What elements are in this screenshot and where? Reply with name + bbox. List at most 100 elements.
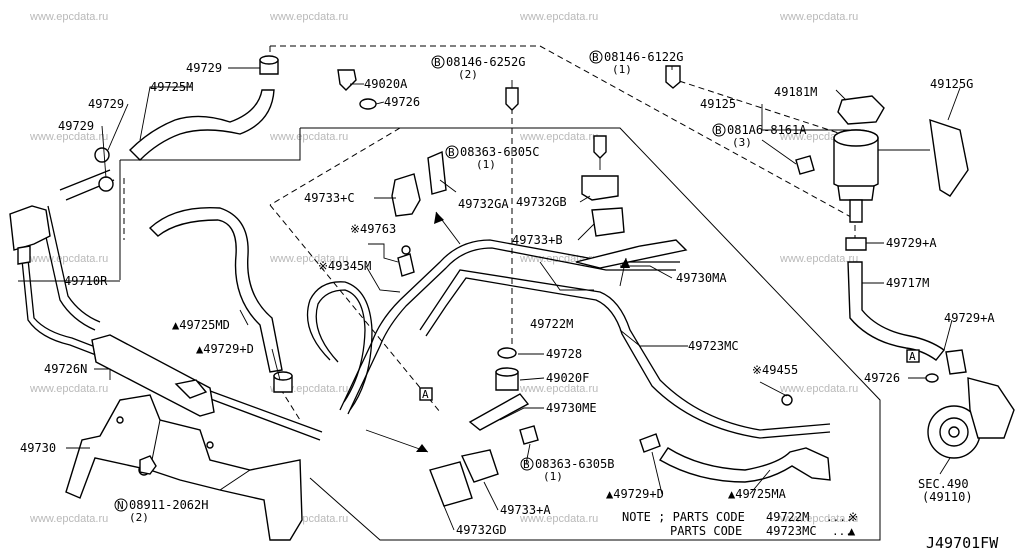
watermark: www.epcdata.ru <box>29 253 108 265</box>
label-49733C: 49733+C <box>304 191 355 205</box>
label-49722M: 49722M <box>530 317 573 331</box>
watermark: www.epcdata.ru <box>269 131 348 143</box>
watermark: www.epcdata.ru <box>519 11 598 23</box>
note-line2-mark: ▲ <box>848 524 856 538</box>
parts-code-note: NOTE ; PARTS CODE 49722M .... ※ PARTS CO… <box>622 510 858 538</box>
watermark: www.epcdata.ru <box>519 383 598 395</box>
label-bolt-qty: (3) <box>732 136 752 149</box>
view-a-label: A <box>909 350 916 363</box>
label-bolt-08363-6305C: 08363-6305C <box>460 145 539 159</box>
view-a-label: A <box>422 388 429 401</box>
watermark: www.epcdata.ru <box>29 131 108 143</box>
nut-08911-2062H <box>139 455 157 475</box>
label-49725MA: ▲49725MA <box>728 487 787 501</box>
label-49728: 49728 <box>546 347 582 361</box>
bolt-marker-icon <box>445 145 459 159</box>
clip-49733C <box>391 173 421 217</box>
pump-sec490 <box>927 349 1015 459</box>
marker-b: B <box>434 56 441 69</box>
watermark: www.epcdata.ru <box>519 131 598 143</box>
label-49729A-2: 49729+A <box>944 311 995 325</box>
bracket-49125G <box>878 118 969 197</box>
label-49726-top: 49726 <box>384 95 420 109</box>
label-49732GA: 49732GA <box>458 197 509 211</box>
washer-49726-right <box>925 373 939 383</box>
watermark: www.epcdata.ru <box>779 513 858 525</box>
label-49723MC: 49723MC <box>688 339 739 353</box>
reservoir-cap <box>837 95 885 125</box>
clamps <box>259 55 939 453</box>
label-49717M: 49717M <box>886 276 929 290</box>
fastener-labels: 08146-6252G (2) 08146-6122G (1) 08363-63… <box>129 50 807 524</box>
figure-id: J49701FW <box>926 534 999 552</box>
pipe-49710R <box>17 219 321 441</box>
label-bolt-qty: (1) <box>476 158 496 171</box>
label-49730ME: 49730ME <box>546 401 597 415</box>
label-49345M: ※49345M <box>318 259 371 273</box>
view-a-marker <box>906 349 920 363</box>
label-49125: 49125 <box>700 97 736 111</box>
watermark: www.epcdata.ru <box>29 383 108 395</box>
label-49125G: 49125G <box>930 77 973 91</box>
clip-49732GD <box>429 461 473 507</box>
marker-b: B <box>592 51 599 64</box>
label-49730MA: 49730MA <box>676 271 727 285</box>
washer-49726 <box>359 98 377 110</box>
pipes <box>17 169 831 441</box>
label-49020F: 49020F <box>546 371 589 385</box>
bolt-08363-6305B <box>519 425 539 445</box>
bolt-marker-icon <box>589 50 603 64</box>
circled-markers: B B B B B N <box>114 50 726 512</box>
label-49733A: 49733+A <box>500 503 551 517</box>
bracket-49730MA <box>575 239 688 269</box>
bolt-marker-icon <box>520 457 534 471</box>
label-sec490: SEC.490 <box>918 477 969 491</box>
label-49729D-left: ▲49729+D <box>196 342 254 356</box>
label-49729-a: 49729 <box>88 97 124 111</box>
clip-49732GB <box>581 175 619 201</box>
bracket-49730ME <box>468 393 530 431</box>
note-line1-mark: ※ <box>848 510 858 524</box>
hose-49717M <box>847 261 946 361</box>
nut-marker-icon <box>114 498 128 512</box>
hose-49725M <box>129 89 275 161</box>
label-49732GD: 49732GD <box>456 523 507 537</box>
watermark: www.epcdata.ru <box>779 253 858 265</box>
hoses <box>129 89 946 483</box>
bolt-08146-6252G <box>505 87 519 111</box>
label-49726N: 49726N <box>44 362 87 376</box>
clip-49733A <box>460 449 499 483</box>
bolt-marker-icon <box>712 123 726 137</box>
label-49181M: 49181M <box>774 85 817 99</box>
connector-block-left <box>9 147 114 265</box>
washer-49728 <box>497 347 517 359</box>
label-49729-b: 49729 <box>58 119 94 133</box>
marker-n: N <box>117 499 124 512</box>
label-49733B: 49733+B <box>512 233 563 247</box>
label-bolt-qty: (2) <box>458 68 478 81</box>
sensor-49763 <box>397 253 415 277</box>
watermark: www.epcdata.ru <box>779 383 858 395</box>
clip-49733B <box>591 207 625 237</box>
clamp-49729A <box>845 237 867 251</box>
label-49729A-1: 49729+A <box>886 236 937 250</box>
label-sec490-sub: (49110) <box>922 490 973 504</box>
label-bolt-08146-6252G: 08146-6252G <box>446 55 525 69</box>
watermark: www.epcdata.ru <box>779 11 858 23</box>
watermark: www.epcdata.ru <box>269 11 348 23</box>
label-49725M: 49725M <box>150 80 193 94</box>
frame-lines <box>119 127 881 541</box>
label-bolt-qty: (1) <box>543 470 563 483</box>
label-49455: ※49455 <box>752 363 798 377</box>
label-49725MD: ▲49725MD <box>172 318 230 332</box>
marker-b: B <box>448 146 455 159</box>
view-a-marker <box>419 387 433 401</box>
label-nut-08911-2062H: 08911-2062H <box>129 498 208 512</box>
label-49763: ※49763 <box>350 222 396 236</box>
note-line2-code: 49723MC <box>766 524 817 538</box>
note-line2-prefix: PARTS CODE <box>670 524 742 538</box>
arrows <box>365 211 630 453</box>
watermark: www.epcdata.ru <box>29 513 108 525</box>
bolt-marker-icon <box>431 55 445 69</box>
label-bolt-08363-6305B: 08363-6305B <box>535 457 614 471</box>
